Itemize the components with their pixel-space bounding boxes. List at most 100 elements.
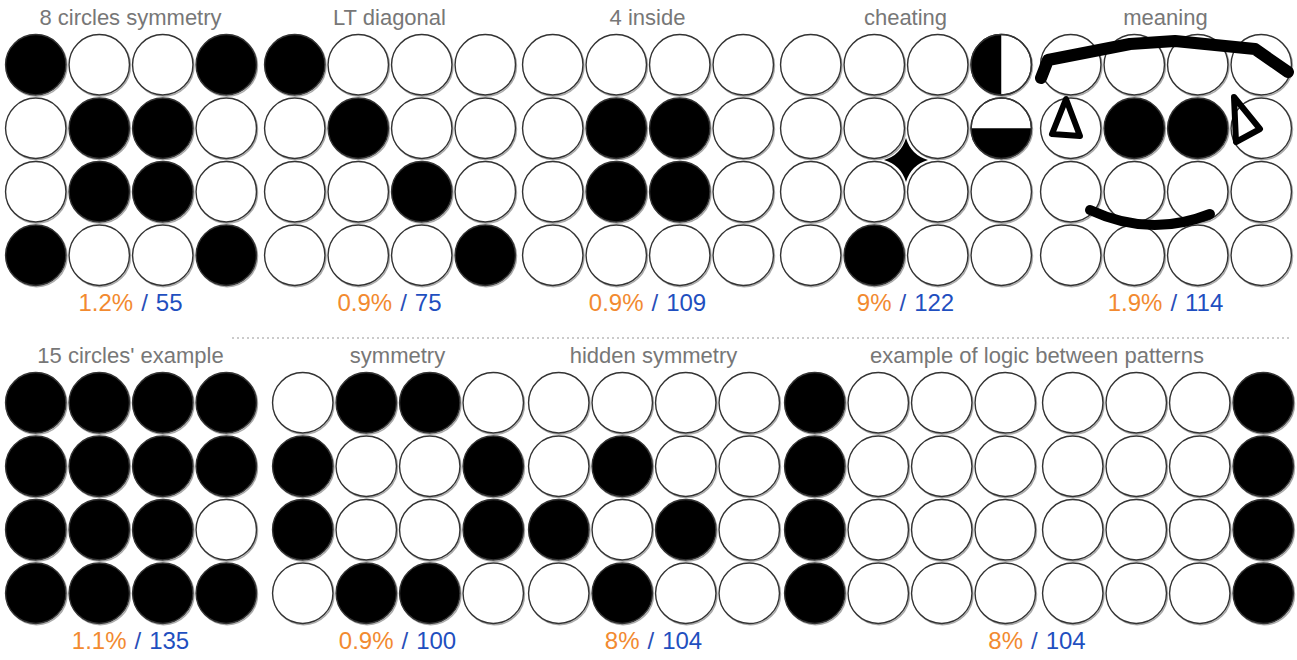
brow-line: [1041, 41, 1288, 78]
white-circle: [975, 500, 1035, 560]
black-circle: [196, 225, 256, 285]
black-circle: [529, 500, 589, 560]
black-circle: [273, 436, 333, 496]
black-circle: [6, 500, 66, 560]
white-circle: [781, 98, 841, 158]
white-circle: [1170, 436, 1230, 496]
white-circle: [392, 98, 452, 158]
white-circle: [781, 162, 841, 222]
circle-grid: [273, 373, 525, 625]
ear-triangle: [1234, 97, 1260, 142]
black-circle: [196, 436, 256, 496]
black-circle: [6, 35, 66, 95]
circle-outline: [971, 35, 1031, 95]
white-circle: [713, 162, 773, 222]
black-circle: [785, 436, 845, 496]
pattern-panel: 15 circles' example 1.1%/135: [3, 342, 258, 656]
circle-grid: [523, 35, 775, 287]
half-black-circle: [971, 128, 1031, 158]
black-circle: [592, 563, 652, 623]
count: 122: [914, 289, 954, 316]
white-circle: [1231, 225, 1291, 285]
white-circle: [1043, 436, 1103, 496]
pattern-figure: [782, 370, 1292, 626]
pattern-figure: [262, 32, 517, 288]
circle-grid: [6, 373, 258, 625]
black-circle: [455, 225, 515, 285]
separator: /: [1031, 627, 1038, 654]
black-circle: [69, 563, 129, 623]
score-line: 1.1%/135: [3, 626, 258, 656]
white-circle: [912, 500, 972, 560]
white-circle: [713, 98, 773, 158]
separator: /: [401, 627, 408, 654]
white-circle: [400, 436, 460, 496]
white-circle: [265, 98, 325, 158]
pattern-figure: [3, 370, 258, 626]
black-circle: [1233, 500, 1293, 560]
pattern-panel: meaning1.9%/114: [1038, 4, 1293, 318]
white-circle: [912, 563, 972, 623]
pattern-figure: [3, 32, 258, 288]
pattern-panel: symmetry0.9%/100: [270, 342, 525, 656]
white-circle: [1104, 225, 1164, 285]
black-circle: [785, 500, 845, 560]
count: 75: [415, 289, 442, 316]
black-circle: [650, 98, 710, 158]
white-circle: [1104, 162, 1164, 222]
white-circle: [971, 35, 1031, 95]
white-circle: [844, 35, 904, 95]
black-circle: [6, 373, 66, 433]
score-line: 1.2%/55: [3, 288, 258, 318]
pattern-panel: 8 circles symmetry 1.2%/55: [3, 4, 258, 318]
white-circle: [1170, 563, 1230, 623]
white-circle: [908, 225, 968, 285]
count: 104: [662, 627, 702, 654]
panel-heading: symmetry: [270, 342, 525, 370]
white-circle: [463, 563, 523, 623]
white-circle: [1041, 225, 1101, 285]
panel-heading: LT diagonal: [262, 4, 517, 32]
white-circle: [196, 500, 256, 560]
white-circle: [971, 225, 1031, 285]
white-circle: [1168, 162, 1228, 222]
white-circle: [328, 225, 388, 285]
white-circle: [971, 162, 1031, 222]
white-circle: [848, 436, 908, 496]
panel-heading: 15 circles' example: [3, 342, 258, 370]
panel-heading: meaning: [1038, 4, 1293, 32]
separator: /: [141, 289, 148, 316]
black-circle: [844, 225, 904, 285]
separator: /: [647, 627, 654, 654]
white-circle: [1170, 500, 1230, 560]
black-circle: [6, 436, 66, 496]
white-circle: [844, 162, 904, 222]
percentage: 0.9%: [337, 289, 392, 316]
circle-grid: [6, 35, 258, 287]
black-circle: [650, 162, 710, 222]
white-circle: [400, 500, 460, 560]
pattern-figure: [1038, 32, 1293, 288]
percentage: 1.1%: [72, 627, 127, 654]
black-circle: [273, 500, 333, 560]
percentage: 8%: [988, 627, 1023, 654]
black-circle: [336, 563, 396, 623]
circle-outline: [971, 98, 1031, 158]
score-line: 0.9%/75: [262, 288, 517, 318]
white-circle: [196, 98, 256, 158]
white-circle: [592, 500, 652, 560]
white-circle: [971, 98, 1031, 158]
white-circle: [133, 35, 193, 95]
panel-heading: 8 circles symmetry: [3, 4, 258, 32]
black-circle: [265, 35, 325, 95]
white-circle: [1231, 162, 1291, 222]
white-circle: [523, 225, 583, 285]
pattern-figure: [778, 32, 1033, 288]
count: 109: [666, 289, 706, 316]
black-circle: [69, 500, 129, 560]
black-circle: [400, 563, 460, 623]
white-circle: [1043, 500, 1103, 560]
black-circle: [592, 436, 652, 496]
circle-grid: [265, 35, 517, 287]
black-circle: [586, 98, 646, 158]
